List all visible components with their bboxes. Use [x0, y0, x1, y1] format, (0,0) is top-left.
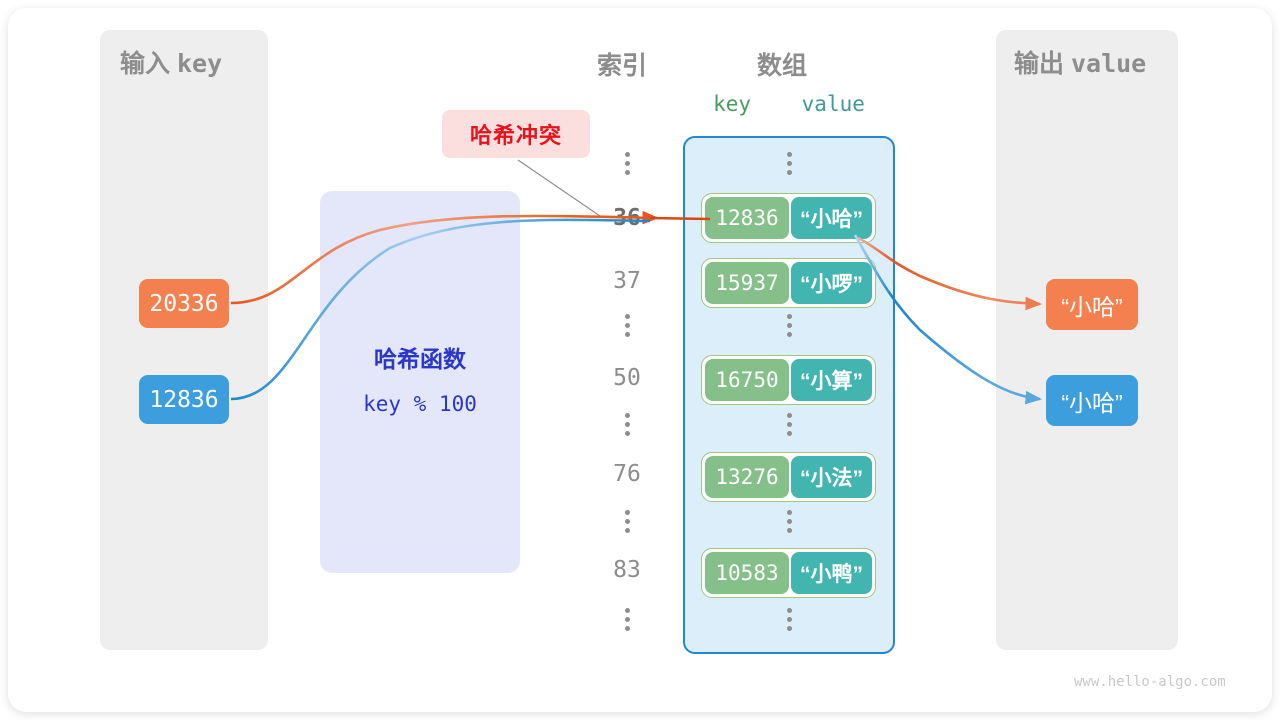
array-cell: 10583“小鸭”	[701, 548, 876, 598]
array-cell: 12836“小哈”	[701, 193, 876, 243]
hash-function-expression: key % 100	[363, 392, 477, 416]
output-value-pill: “小哈”	[1046, 375, 1138, 426]
input-panel	[100, 30, 268, 650]
array-cell-value: “小啰”	[791, 262, 872, 304]
index-ellipsis	[597, 413, 657, 436]
index-column-title: 索引	[597, 52, 648, 80]
array-ellipsis	[759, 413, 819, 436]
hash-function-box	[320, 191, 520, 573]
array-cell: 13276“小法”	[701, 452, 876, 502]
output-panel-title: 输出 value	[1014, 44, 1146, 80]
output-panel-title-mono: value	[1070, 49, 1147, 78]
input-panel-title: 输入 key	[120, 44, 222, 80]
input-key-pill: 12836	[139, 375, 229, 424]
array-ellipsis	[759, 152, 819, 175]
array-ellipsis	[759, 314, 819, 337]
input-panel-title-mono: key	[176, 49, 223, 78]
array-cell-value: “小哈”	[791, 197, 872, 239]
output-panel	[996, 30, 1178, 650]
index-ellipsis	[597, 608, 657, 631]
hash-collision-badge: 哈希冲突	[442, 110, 590, 158]
array-column-headers: key value	[683, 92, 895, 116]
array-ellipsis	[759, 510, 819, 533]
output-value-pill: “小哈”	[1046, 279, 1138, 330]
array-cell-value: “小算”	[791, 359, 872, 401]
array-cell-value: “小法”	[791, 456, 872, 498]
array-cell: 16750“小算”	[701, 355, 876, 405]
index-ellipsis	[597, 152, 657, 175]
array-cell-key: 12836	[705, 197, 789, 239]
hash-function-title: 哈希函数	[374, 346, 466, 372]
index-ellipsis	[597, 510, 657, 533]
array-header-value: value	[801, 92, 865, 116]
index-label-76: 76	[613, 461, 641, 487]
index-label-37: 37	[613, 268, 641, 294]
array-cell: 15937“小啰”	[701, 258, 876, 308]
array-cell-value: “小鸭”	[791, 552, 872, 594]
input-panel-title-cn: 输入	[120, 50, 171, 78]
array-cell-key: 10583	[705, 552, 789, 594]
array-ellipsis	[759, 608, 819, 631]
index-label-83: 83	[613, 557, 641, 583]
index-ellipsis	[597, 314, 657, 337]
array-panel-title: 数组	[757, 52, 808, 80]
array-header-key: key	[713, 92, 752, 116]
array-cell-key: 13276	[705, 456, 789, 498]
input-key-pill: 20336	[139, 279, 229, 328]
watermark: www.hello-algo.com	[1074, 674, 1226, 690]
index-label-36: 36	[613, 205, 641, 231]
output-panel-title-cn: 输出	[1014, 50, 1065, 78]
index-label-50: 50	[613, 365, 641, 391]
array-cell-key: 16750	[705, 359, 789, 401]
array-cell-key: 15937	[705, 262, 789, 304]
